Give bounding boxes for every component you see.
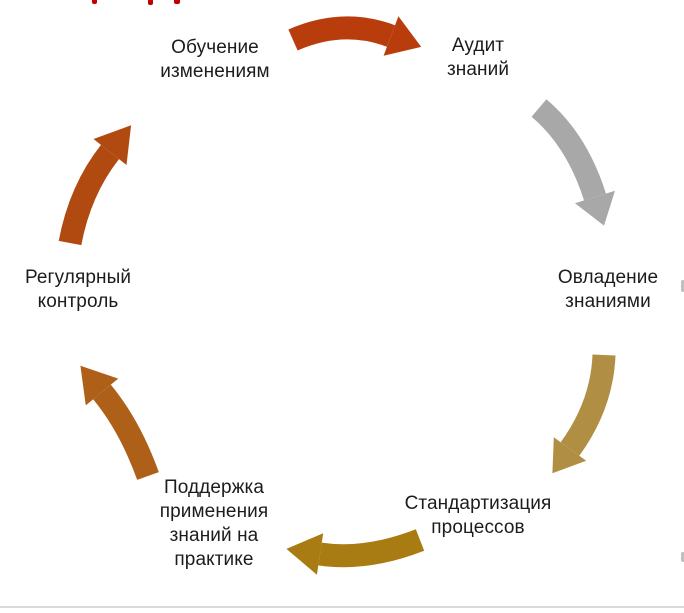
arrow-head — [286, 533, 324, 575]
bottom-divider — [0, 606, 684, 608]
arrow-head — [552, 437, 587, 474]
arrow-head — [383, 16, 422, 56]
arrow-body — [288, 16, 396, 51]
arrow-support-to-control — [80, 365, 159, 480]
arrow-head — [80, 365, 119, 406]
arrow-body — [318, 529, 425, 568]
node-label-mastery: Овладение знаниями — [557, 267, 659, 312]
arrow-body — [93, 384, 159, 480]
arrow-audit-to-mastery — [531, 99, 615, 226]
arrow-training-to-audit — [288, 16, 422, 56]
node-label-audit: Аудит знаний — [446, 35, 510, 80]
arrow-body — [531, 99, 606, 201]
node-label-control: Регулярный контроль — [24, 267, 132, 312]
arrow-standardization-to-support — [286, 529, 425, 575]
arrow-head — [575, 190, 615, 226]
node-label-support: Поддержка применения знаний на практике — [159, 477, 269, 570]
arrow-head — [93, 125, 132, 165]
clipped-edge-shape — [681, 280, 684, 292]
arrow-body — [560, 354, 616, 456]
clipped-title-descender — [174, 0, 180, 4]
node-label-training: Обучение изменениям — [160, 37, 270, 82]
node-label-standardization: Стандартизация процессов — [404, 493, 552, 538]
arrow-control-to-training — [58, 125, 132, 246]
clipped-title-descender — [92, 0, 97, 4]
arrow-mastery-to-standardization — [552, 354, 616, 474]
arrow-body — [58, 144, 120, 246]
clipped-edge-shape — [681, 552, 684, 562]
clipped-title-descender — [148, 0, 153, 5]
